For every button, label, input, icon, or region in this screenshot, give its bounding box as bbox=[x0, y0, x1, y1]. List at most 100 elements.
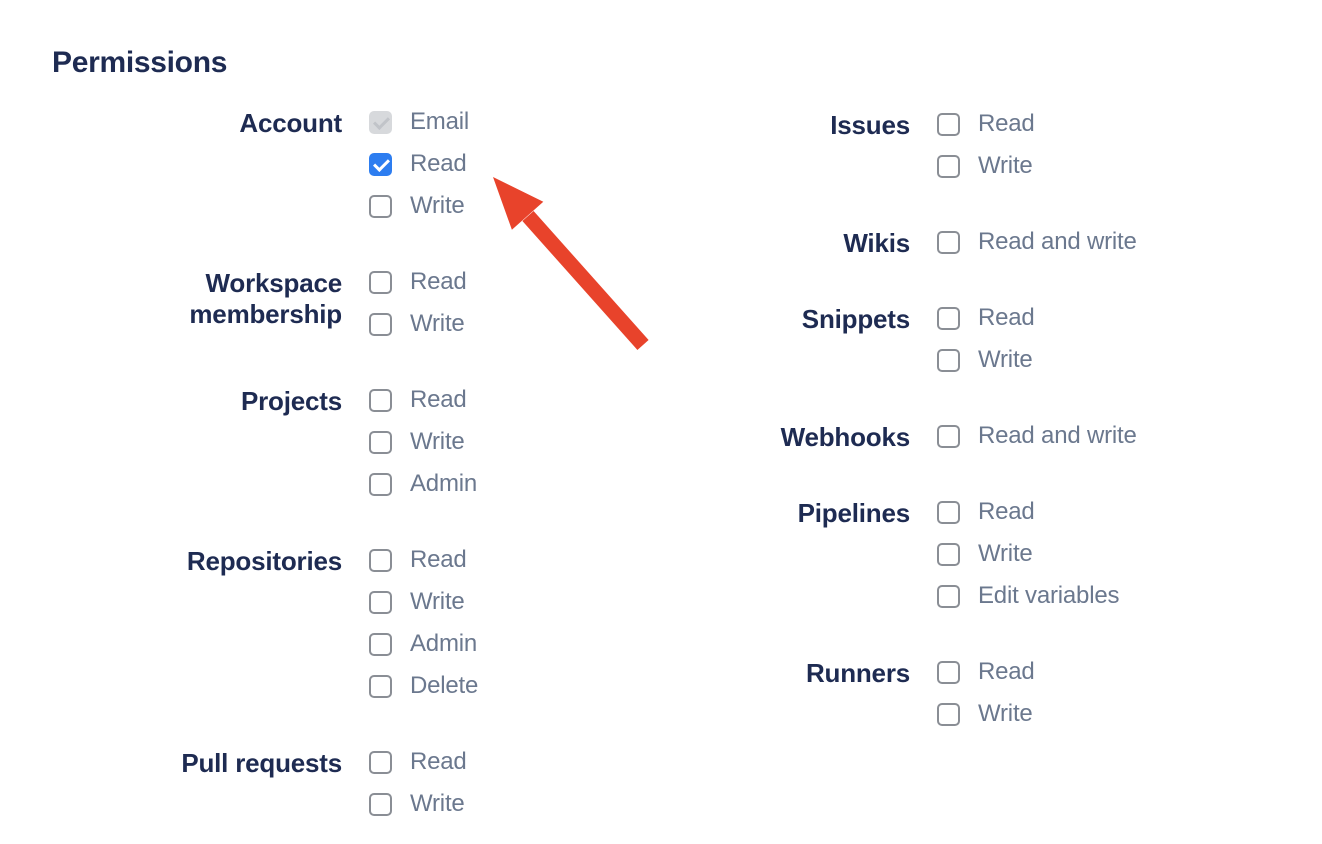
option-row-projects-admin[interactable]: Admin bbox=[369, 470, 477, 498]
pipelines-read-checkbox[interactable] bbox=[937, 500, 960, 524]
option-row-projects-read[interactable]: Read bbox=[369, 386, 477, 414]
checkbox-label-projects-read[interactable]: Read bbox=[410, 386, 467, 413]
group-label-repositories: Repositories bbox=[186, 546, 342, 576]
projects-write-checkbox[interactable] bbox=[369, 430, 392, 454]
option-row-pull-requests-write[interactable]: Write bbox=[369, 790, 467, 818]
repositories-delete-checkbox[interactable] bbox=[369, 674, 392, 698]
checkbox-label-snippets-write[interactable]: Write bbox=[978, 346, 1033, 373]
wikis-read-and-write-checkbox[interactable] bbox=[937, 230, 960, 254]
account-write-checkbox[interactable] bbox=[369, 194, 392, 218]
repositories-read-checkbox[interactable] bbox=[369, 548, 392, 572]
projects-admin-checkbox[interactable] bbox=[369, 472, 392, 496]
option-row-wikis-read-and-write[interactable]: Read and write bbox=[937, 228, 1137, 256]
checkbox-label-issues-read[interactable]: Read bbox=[978, 110, 1035, 137]
checkbox-label-wikis-read-and-write[interactable]: Read and write bbox=[978, 228, 1137, 255]
snippets-read-checkbox[interactable] bbox=[937, 306, 960, 330]
checkbox-label-pull-requests-write[interactable]: Write bbox=[410, 790, 465, 817]
checkbox-label-repositories-read[interactable]: Read bbox=[410, 546, 467, 573]
checkbox-label-repositories-admin[interactable]: Admin bbox=[410, 630, 478, 657]
option-row-repositories-write[interactable]: Write bbox=[369, 588, 478, 616]
checkbox-label-pipelines-read[interactable]: Read bbox=[978, 498, 1035, 525]
checkbox-label-webhooks-read-and-write[interactable]: Read and write bbox=[978, 422, 1137, 449]
pull-requests-read-checkbox[interactable] bbox=[369, 750, 392, 774]
issues-read-checkbox[interactable] bbox=[937, 112, 960, 136]
checkbox-label-repositories-delete[interactable]: Delete bbox=[410, 672, 479, 699]
option-row-repositories-admin[interactable]: Admin bbox=[369, 630, 478, 658]
pipelines-write-checkbox[interactable] bbox=[937, 542, 960, 566]
option-row-projects-write[interactable]: Write bbox=[369, 428, 477, 456]
group-label-pipelines: Pipelines bbox=[797, 498, 911, 528]
repositories-admin-checkbox[interactable] bbox=[369, 632, 392, 656]
option-row-pipelines-read[interactable]: Read bbox=[937, 498, 1119, 526]
checkbox-label-projects-write[interactable]: Write bbox=[410, 428, 465, 455]
group-label-workspace-membership: Workspace membership bbox=[189, 268, 342, 329]
option-row-account-read[interactable]: Read bbox=[369, 150, 469, 178]
checkbox-label-workspace-membership-write[interactable]: Write bbox=[410, 310, 465, 337]
options-webhooks: Read and write bbox=[937, 422, 1137, 464]
checkbox-label-pipelines-write[interactable]: Write bbox=[978, 540, 1033, 567]
runners-write-checkbox[interactable] bbox=[937, 702, 960, 726]
repositories-write-checkbox[interactable] bbox=[369, 590, 392, 614]
option-row-issues-write[interactable]: Write bbox=[937, 152, 1035, 180]
option-row-pipelines-edit-variables[interactable]: Edit variables bbox=[937, 582, 1119, 610]
projects-read-checkbox[interactable] bbox=[369, 388, 392, 412]
runners-read-checkbox[interactable] bbox=[937, 660, 960, 684]
workspace-membership-read-checkbox[interactable] bbox=[369, 270, 392, 294]
checkbox-label-projects-admin[interactable]: Admin bbox=[410, 470, 478, 497]
checkbox-label-runners-write[interactable]: Write bbox=[978, 700, 1033, 727]
checkbox-label-account-write[interactable]: Write bbox=[410, 192, 465, 219]
checkbox-label-workspace-membership-read[interactable]: Read bbox=[410, 268, 467, 295]
group-label-runners: Runners bbox=[805, 658, 910, 688]
options-wikis: Read and write bbox=[937, 228, 1137, 270]
option-row-workspace-membership-write[interactable]: Write bbox=[369, 310, 467, 338]
option-row-snippets-write[interactable]: Write bbox=[937, 346, 1035, 374]
option-row-account-email[interactable]: Email bbox=[369, 108, 469, 136]
snippets-write-checkbox[interactable] bbox=[937, 348, 960, 372]
option-row-webhooks-read-and-write[interactable]: Read and write bbox=[937, 422, 1137, 450]
option-row-workspace-membership-read[interactable]: Read bbox=[369, 268, 467, 296]
option-row-runners-write[interactable]: Write bbox=[937, 700, 1035, 728]
workspace-membership-write-checkbox[interactable] bbox=[369, 312, 392, 336]
option-row-account-write[interactable]: Write bbox=[369, 192, 469, 220]
option-row-pull-requests-read[interactable]: Read bbox=[369, 748, 467, 776]
option-row-repositories-read[interactable]: Read bbox=[369, 546, 478, 574]
group-label-issues: Issues bbox=[830, 110, 910, 140]
option-row-snippets-read[interactable]: Read bbox=[937, 304, 1035, 332]
pull-requests-write-checkbox[interactable] bbox=[369, 792, 392, 816]
issues-write-checkbox[interactable] bbox=[937, 154, 960, 178]
option-row-runners-read[interactable]: Read bbox=[937, 658, 1035, 686]
checkbox-label-issues-write[interactable]: Write bbox=[978, 152, 1033, 179]
group-label-snippets: Snippets bbox=[801, 304, 910, 334]
checkbox-label-pipelines-edit-variables[interactable]: Edit variables bbox=[978, 582, 1120, 609]
option-row-issues-read[interactable]: Read bbox=[937, 110, 1035, 138]
checkbox-label-pull-requests-read[interactable]: Read bbox=[410, 748, 467, 775]
pipelines-edit-variables-checkbox[interactable] bbox=[937, 584, 960, 608]
account-read-checkbox[interactable] bbox=[369, 152, 392, 176]
webhooks-read-and-write-checkbox[interactable] bbox=[937, 424, 960, 448]
option-row-pipelines-write[interactable]: Write bbox=[937, 540, 1119, 568]
checkbox-label-account-read[interactable]: Read bbox=[410, 150, 467, 177]
checkbox-label-runners-read[interactable]: Read bbox=[978, 658, 1035, 685]
checkbox-label-account-email[interactable]: Email bbox=[410, 108, 470, 135]
option-row-repositories-delete[interactable]: Delete bbox=[369, 672, 478, 700]
checkbox-label-snippets-read[interactable]: Read bbox=[978, 304, 1035, 331]
account-email-checkbox bbox=[369, 110, 392, 134]
checkbox-label-repositories-write[interactable]: Write bbox=[410, 588, 465, 615]
